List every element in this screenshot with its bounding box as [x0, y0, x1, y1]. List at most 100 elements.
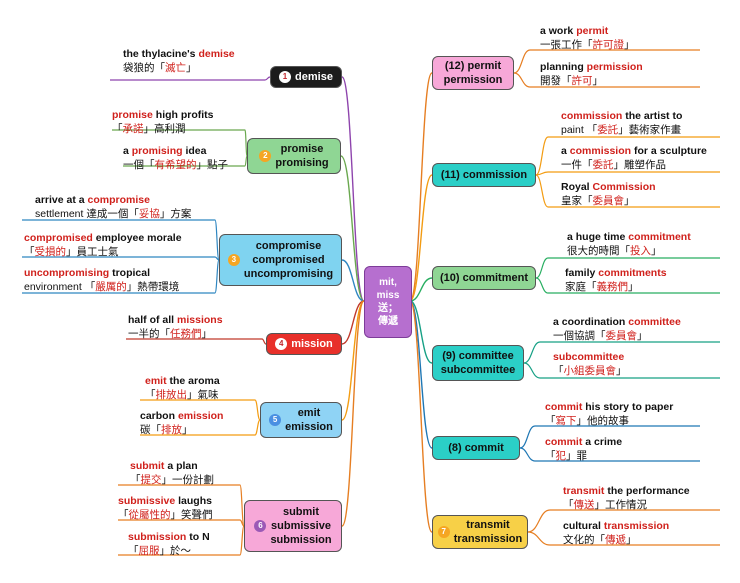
example-leaf[interactable]: submit a plan「提交」一份計劃	[130, 459, 214, 487]
example-leaf[interactable]: promise high profits「承諾」高利潤	[112, 108, 214, 136]
example-english: commit a crime	[545, 435, 622, 449]
highlight-text: 委託	[592, 159, 614, 171]
highlight-text: 傳送	[573, 499, 595, 511]
example-english: uncompromising tropical	[24, 266, 179, 280]
leaf-text: 「	[112, 123, 123, 135]
node-label: promising	[275, 157, 329, 169]
example-leaf[interactable]: commit a crime「犯」罪	[545, 435, 622, 463]
highlight-text: 小組委員會	[563, 365, 617, 377]
leaf-text: a work	[540, 25, 577, 37]
highlight-text: Commission	[592, 181, 656, 193]
leaf-text: the artist to	[622, 110, 683, 122]
highlight-text: 滅亡	[165, 62, 186, 74]
leaf-text: environment 「	[24, 281, 96, 293]
example-english: subcommittee	[553, 350, 627, 364]
example-chinese: 一個協調「委員會」	[553, 329, 681, 343]
example-chinese: 「犯」罪	[545, 449, 622, 463]
leaf-text: 「	[130, 474, 141, 486]
leaf-text: 」氣味	[187, 389, 219, 401]
node-label: compromised	[252, 254, 325, 266]
leaf-text: 達成一個「	[83, 208, 139, 220]
leaf-text: a coordination	[553, 316, 629, 328]
highlight-text: commitments	[598, 267, 667, 279]
example-chinese: 開發「許可」	[540, 74, 643, 88]
example-chinese: 文化的「傳遞」	[563, 533, 669, 547]
highlight-text: submit	[130, 460, 165, 472]
leaf-text: settlement	[35, 208, 84, 220]
leaf-text: 袋狼的「	[123, 62, 165, 74]
example-chinese: 「屈服」於～	[128, 544, 210, 558]
leaf-text: 」藝術家作畫	[618, 124, 682, 136]
connector-line	[409, 277, 433, 302]
branch-node-commit[interactable]: (8) commit	[432, 436, 520, 460]
highlight-text: 許可	[571, 75, 593, 87]
example-english: family commitments	[565, 266, 667, 280]
highlight-text: transmission	[603, 520, 670, 532]
example-english: the thylacine's demise	[123, 47, 235, 61]
leaf-text: 」	[201, 328, 213, 340]
leaf-text: 很大的時間「	[567, 245, 630, 257]
connector-line	[513, 49, 531, 74]
example-leaf[interactable]: submission to N「屈服」於～	[128, 530, 210, 558]
leaf-text: 「	[545, 450, 556, 462]
leaf-text: 」高利潤	[143, 123, 186, 135]
leaf-text: 開發「	[540, 75, 572, 87]
leaf-text: 」	[628, 281, 639, 293]
leaf-text: 一半的「	[128, 328, 170, 340]
example-english: carbon emission	[140, 409, 223, 423]
connector-line	[409, 300, 433, 533]
example-leaf[interactable]: subcommittee「小組委員會」	[553, 350, 627, 378]
number-badge-icon: 6	[254, 520, 267, 532]
example-leaf[interactable]: compromised employee morale「受損的」員工士氣	[24, 231, 182, 259]
example-leaf[interactable]: submissive laughs「從屬性的」笑聲們	[118, 494, 213, 522]
node-label: demise	[295, 71, 333, 83]
leaf-text: 」雕塑作品	[613, 159, 667, 171]
example-leaf[interactable]: commit his story to paper「寫下」他的故事	[545, 400, 673, 428]
example-chinese: 袋狼的「滅亡」	[123, 61, 235, 75]
connector-line	[523, 362, 541, 379]
highlight-text: commission	[569, 145, 632, 157]
example-english: submission to N	[128, 530, 210, 544]
highlight-text: compromise	[87, 194, 150, 206]
connector-line	[409, 72, 433, 302]
branch-node-commitment[interactable]: (10) commitment	[432, 266, 536, 290]
example-leaf[interactable]: emit the aroma「排放出」氣味	[145, 374, 220, 402]
example-english: planning permission	[540, 60, 643, 74]
highlight-text: 寫下	[555, 415, 577, 427]
connector-line	[341, 300, 365, 345]
connector-line	[244, 155, 248, 167]
example-leaf[interactable]: transmit the performance「傳送」工作情況	[563, 484, 690, 512]
center-node[interactable]: mit, miss 送； 傳遞	[364, 266, 412, 338]
example-english: a work permit	[540, 24, 635, 38]
node-label: submission	[270, 534, 332, 546]
branch-node-commission[interactable]: (11) commission	[432, 163, 536, 187]
leaf-text: 」一份計劃	[161, 474, 215, 486]
leaf-text: a huge time	[567, 231, 629, 243]
example-english: a huge time commitment	[567, 230, 691, 244]
example-chinese: settlement 達成一個「妥協」方案	[35, 207, 191, 221]
